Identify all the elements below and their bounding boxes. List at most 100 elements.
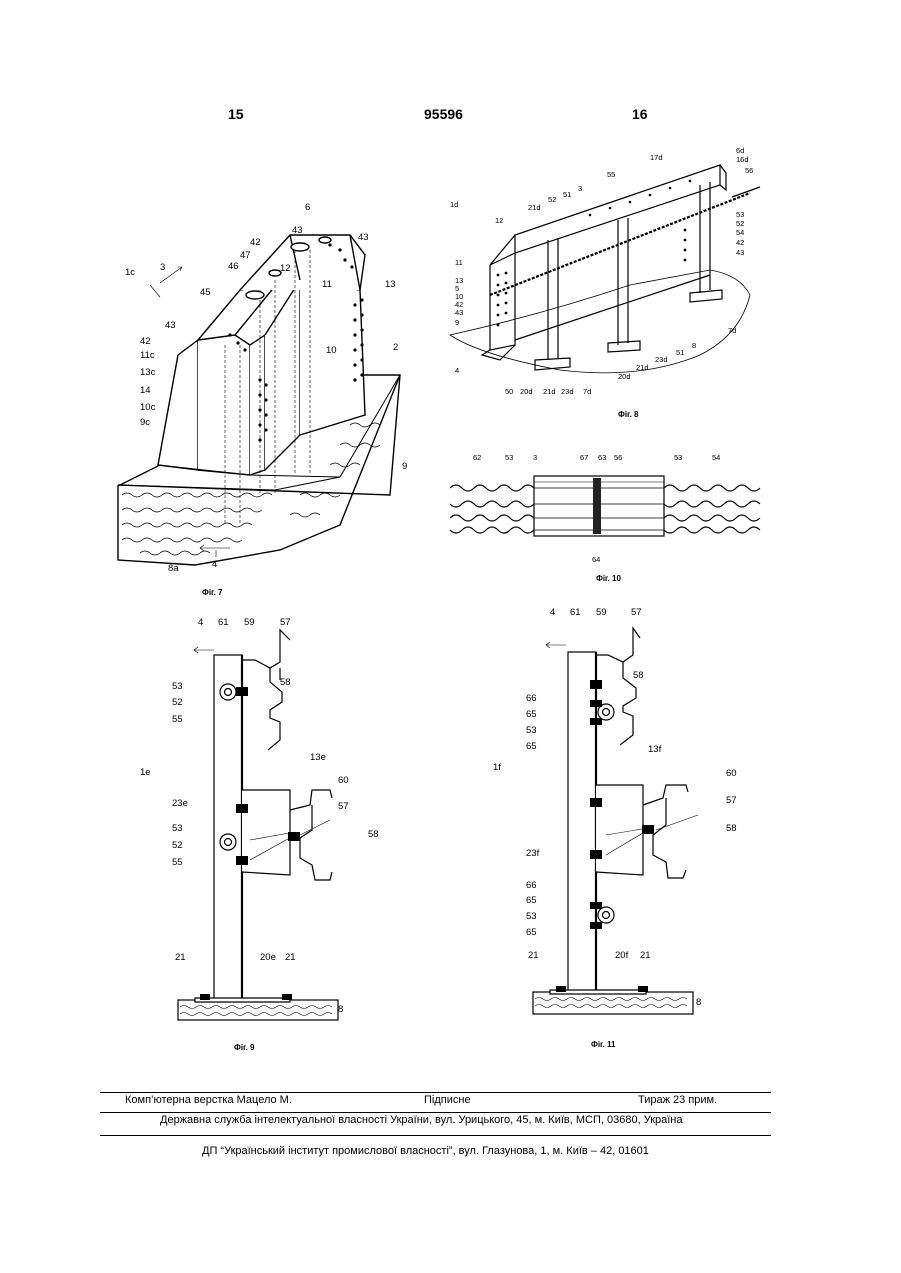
- fig11-label: 57: [631, 607, 642, 618]
- fig9-label: 61: [218, 617, 229, 628]
- fig8-label: 21d: [636, 363, 649, 372]
- fig8-label: 20d: [618, 372, 631, 381]
- fig11-label: 65: [526, 709, 537, 720]
- figure-9-drawing: 4 61 59 57 53 52 55 58 1e 13e 60 23e 57 …: [130, 610, 390, 1060]
- fig9-label: 57: [338, 801, 349, 812]
- fig8-label: 50: [505, 387, 513, 396]
- fig9-label: 13e: [310, 752, 326, 763]
- fig7-label: 43: [165, 320, 176, 331]
- fig8-label: 7d: [728, 326, 736, 335]
- fig7-label: 10c: [140, 402, 156, 413]
- fig8-label: 16d: [736, 155, 749, 164]
- fig8-label: 1d: [450, 200, 458, 209]
- fig8-label: 23d: [561, 387, 574, 396]
- fig8-label: 12: [495, 216, 503, 225]
- fig10-label: 54: [712, 453, 720, 462]
- fig8-label: 4: [455, 366, 459, 375]
- footer-circulation: Тираж 23 прим.: [638, 1094, 717, 1106]
- fig11-label: 1f: [493, 762, 501, 773]
- fig9-label: 23e: [172, 798, 188, 809]
- fig7-label: 42: [140, 336, 151, 347]
- fig9-label: 20e: [260, 952, 276, 963]
- fig9-label: 21: [285, 952, 296, 963]
- fig7-label: 1c: [125, 267, 135, 278]
- fig9-label: 52: [172, 840, 183, 851]
- fig11-label: 58: [726, 823, 737, 834]
- fig7-label: 2: [393, 342, 398, 353]
- fig7-label: 14: [140, 385, 151, 396]
- fig7-label: 12: [280, 263, 291, 274]
- fig11-label: 58: [633, 670, 644, 681]
- fig11-label: 21: [640, 950, 651, 961]
- fig9-label: 21: [175, 952, 186, 963]
- fig11-label: 60: [726, 768, 737, 779]
- footer-subscription: Підписне: [424, 1094, 471, 1106]
- fig9-label: 4: [198, 617, 203, 628]
- figure-11-caption: Фіг. 11: [591, 1040, 616, 1049]
- fig8-label: 53: [736, 210, 744, 219]
- fig11-label: 53: [526, 725, 537, 736]
- fig7-label: 9: [402, 461, 407, 472]
- footer-rule-middle: [100, 1112, 771, 1113]
- fig9-label: 55: [172, 714, 183, 725]
- patent-number: 95596: [424, 106, 463, 122]
- fig11-label: 20f: [615, 950, 629, 961]
- fig9-label: 57: [280, 617, 291, 628]
- fig10-label: 53: [674, 453, 682, 462]
- figure-9-caption: Фіг. 9: [234, 1043, 255, 1052]
- figure-7: 6 43 42 47 12 43 3 1c 46 11 13 45 10 2 4…: [100, 195, 430, 605]
- fig10-label: 67: [580, 453, 588, 462]
- fig7-label: 45: [200, 287, 211, 298]
- fig9-label: 58: [280, 677, 291, 688]
- fig8-label: 3: [578, 184, 582, 193]
- fig8-label: 51: [676, 348, 684, 357]
- fig10-label: 63: [598, 453, 606, 462]
- fig9-label: 59: [244, 617, 255, 628]
- fig7-label: 42: [250, 237, 261, 248]
- figure-7-drawing: 6 43 42 47 12 43 3 1c 46 11 13 45 10 2 4…: [100, 195, 430, 605]
- fig8-label: 20d: [520, 387, 533, 396]
- fig11-label: 53: [526, 911, 537, 922]
- figure-11-drawing: 4 61 59 57 58 66 65 53 65 13f 1f 60 57 5…: [488, 600, 768, 1055]
- fig8-label: 6d: [736, 146, 744, 155]
- fig7-label: 13: [385, 279, 396, 290]
- fig9-label: 1e: [140, 767, 151, 778]
- fig8-label: 54: [736, 228, 744, 237]
- fig8-label: 9: [455, 318, 459, 327]
- fig11-label: 65: [526, 741, 537, 752]
- page-number-right: 16: [632, 106, 648, 122]
- fig8-label: 21d: [543, 387, 556, 396]
- figure-8: 6d 16d 17d 56 1d 55 3 53 52 54 42 43 21d…: [440, 145, 770, 425]
- fig11-label: 66: [526, 693, 537, 704]
- fig9-label: 53: [172, 681, 183, 692]
- fig7-label: 9c: [140, 417, 150, 428]
- fig7-label: 46: [228, 261, 239, 272]
- figure-8-caption: Фіг. 8: [618, 410, 639, 419]
- fig8-label: 52: [548, 195, 556, 204]
- footer-rule-bottom: [100, 1135, 771, 1136]
- footer-rule-top: [100, 1092, 771, 1093]
- fig11-label: 23f: [526, 848, 540, 859]
- fig11-label: 59: [596, 607, 607, 618]
- fig7-label: 43: [292, 225, 303, 236]
- fig7-label: 11c: [140, 350, 155, 361]
- fig10-label: 62: [473, 453, 481, 462]
- fig8-label: 21d: [528, 203, 541, 212]
- fig7-label: 43: [358, 232, 369, 243]
- fig7-label: 13c: [140, 367, 156, 378]
- fig8-label: 52: [736, 219, 744, 228]
- fig9-label: 58: [368, 829, 379, 840]
- fig7-label: 8a: [168, 563, 179, 574]
- fig11-label: 66: [526, 880, 537, 891]
- fig7-label: 3: [160, 262, 165, 273]
- fig8-label: 43: [736, 248, 744, 257]
- fig9-label: 52: [172, 697, 183, 708]
- fig9-label: 55: [172, 857, 183, 868]
- fig8-label: 42: [736, 238, 744, 247]
- fig11-label: 65: [526, 895, 537, 906]
- footer-typesetting: Комп’ютерна верстка Мацело М.: [125, 1094, 292, 1106]
- fig11-label: 8: [696, 997, 701, 1008]
- fig11-label: 13f: [648, 744, 662, 755]
- fig11-label: 65: [526, 927, 537, 938]
- fig8-label: 11: [455, 258, 463, 267]
